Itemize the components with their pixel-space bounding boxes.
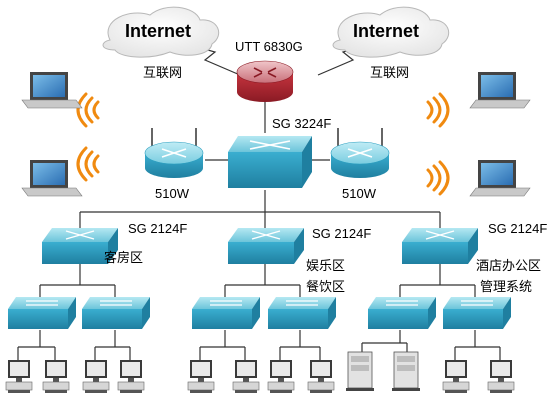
pc-icon bbox=[442, 360, 470, 393]
access-switch-6-icon bbox=[443, 297, 511, 329]
internet-cn-label-right: 互联网 bbox=[370, 66, 409, 81]
internet-label-left: Internet bbox=[125, 21, 191, 41]
pc-icon bbox=[187, 360, 215, 393]
laptop-icon-left-lower bbox=[21, 160, 83, 197]
wireless-signal-right-lower-icon bbox=[426, 160, 450, 196]
distribution-switch-3-label: SG 2124F bbox=[488, 221, 547, 236]
laptop-icon-right-upper bbox=[469, 72, 531, 109]
laptop-icon-right-lower bbox=[469, 160, 531, 197]
core-switch-label: SG 3224F bbox=[272, 116, 331, 131]
distribution-switch-2-icon bbox=[228, 228, 304, 264]
core-switch-icon bbox=[228, 136, 312, 188]
pc-icon bbox=[5, 360, 33, 393]
zone-3-label-line-1: 酒店办公区 bbox=[476, 259, 541, 274]
router-label: UTT 6830G bbox=[235, 39, 303, 54]
access-switch-4-icon bbox=[268, 297, 336, 329]
pc-icons bbox=[5, 360, 515, 393]
wireless-signal-right-upper-icon bbox=[426, 92, 450, 128]
access-switch-1-icon bbox=[8, 297, 76, 329]
distribution-switch-1-label: SG 2124F bbox=[128, 221, 187, 236]
wireless-ap-right-icon bbox=[330, 128, 390, 178]
pc-icon bbox=[117, 360, 145, 393]
internet-cloud-left: Internet bbox=[102, 6, 220, 58]
zone-3-label-line-2: 管理系统 bbox=[480, 280, 532, 295]
router-icon bbox=[236, 60, 294, 102]
pc-icon bbox=[307, 360, 335, 393]
wireless-signal-left-upper-icon bbox=[76, 92, 100, 128]
zone-2-label-line-2: 餐饮区 bbox=[306, 279, 345, 295]
laptop-icon-left-upper bbox=[21, 72, 83, 109]
pc-icon bbox=[82, 360, 110, 393]
pc-icon bbox=[42, 360, 70, 393]
network-links bbox=[17, 44, 501, 360]
zone-1-label: 客房区 bbox=[104, 250, 143, 266]
pc-icon bbox=[232, 360, 260, 393]
access-switch-3-icon bbox=[192, 297, 260, 329]
distribution-switch-3-icon bbox=[402, 228, 478, 264]
distribution-switch-2-label: SG 2124F bbox=[312, 226, 371, 241]
internet-cloud-right: Internet bbox=[332, 6, 450, 58]
internet-cn-label-left: 互联网 bbox=[143, 66, 182, 81]
wireless-ap-right-label: 510W bbox=[342, 186, 377, 201]
wireless-ap-left-label: 510W bbox=[155, 186, 190, 201]
server-icon-1 bbox=[346, 351, 374, 391]
wireless-signal-left-lower-icon bbox=[76, 146, 100, 182]
server-icon-2 bbox=[392, 351, 420, 391]
access-switch-5-icon bbox=[368, 297, 436, 329]
access-switch-2-icon bbox=[82, 297, 150, 329]
wireless-ap-left-icon bbox=[144, 128, 204, 178]
internet-label-right: Internet bbox=[353, 21, 419, 41]
zone-2-label-line-1: 娱乐区 bbox=[306, 259, 345, 274]
pc-icon bbox=[267, 360, 295, 393]
pc-icon bbox=[487, 360, 515, 393]
distribution-switch-1-icon bbox=[42, 228, 118, 264]
